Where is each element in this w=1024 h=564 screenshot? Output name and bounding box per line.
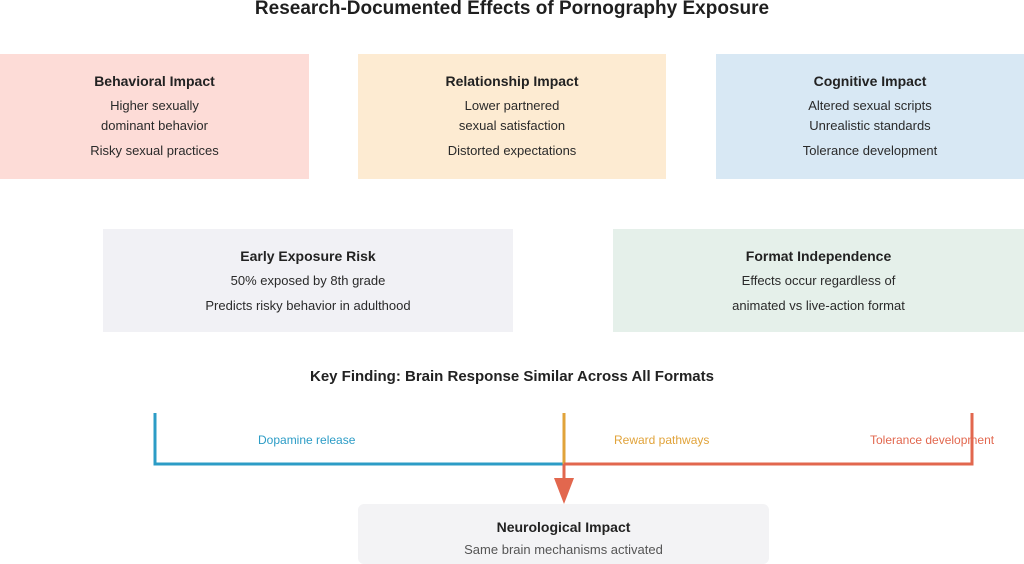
box-line: Higher sexually: [110, 98, 199, 113]
flow-connectors: [153, 413, 974, 504]
box-heading: Early Exposure Risk: [240, 248, 376, 264]
box-line: 50% exposed by 8th grade: [230, 273, 386, 288]
box-line: Same brain mechanisms activated: [464, 542, 663, 557]
tolerance-label: Tolerance development: [870, 433, 995, 447]
box-line: Altered sexual scripts: [808, 98, 932, 113]
box-line: Effects occur regardless of: [741, 273, 896, 288]
box-line: Unrealistic standards: [809, 118, 931, 133]
box-heading: Behavioral Impact: [94, 73, 215, 89]
box-heading: Format Independence: [745, 248, 892, 264]
box-line: Predicts risky behavior in adulthood: [205, 298, 411, 313]
box-line: Risky sexual practices: [90, 143, 219, 158]
box-line: animated vs live-action format: [732, 298, 905, 313]
relationship-impact-box: Relationship Impact Lower partnered sexu…: [358, 54, 666, 179]
box-line: Distorted expectations: [447, 143, 577, 158]
early-exposure-box: Early Exposure Risk 50% exposed by 8th g…: [103, 229, 513, 332]
reward-label: Reward pathways: [614, 433, 710, 447]
box-line: dominant behavior: [101, 118, 208, 133]
format-independence-box: Format Independence Effects occur regard…: [613, 229, 1024, 332]
box-heading: Cognitive Impact: [813, 73, 927, 89]
tolerance-connector: [564, 413, 974, 466]
box-line: sexual satisfaction: [458, 118, 566, 133]
box-heading: Relationship Impact: [445, 73, 579, 89]
box-heading: Neurological Impact: [496, 519, 631, 535]
box-line: Tolerance development: [802, 143, 938, 158]
neurological-impact-box: Neurological Impact Same brain mechanism…: [358, 504, 769, 564]
behavioral-impact-box: Behavioral Impact Higher sexually domina…: [0, 54, 309, 179]
cognitive-impact-box: Cognitive Impact Altered sexual scripts …: [716, 54, 1024, 179]
arrow-head-icon: [554, 478, 574, 504]
box-line: Lower partnered: [464, 98, 560, 113]
dopamine-connector: [153, 413, 564, 466]
key-finding-heading: Key Finding: Brain Response Similar Acro…: [310, 368, 714, 385]
page-title: Research-Documented Effects of Pornograp…: [254, 0, 770, 19]
dopamine-label: Dopamine release: [258, 433, 356, 447]
